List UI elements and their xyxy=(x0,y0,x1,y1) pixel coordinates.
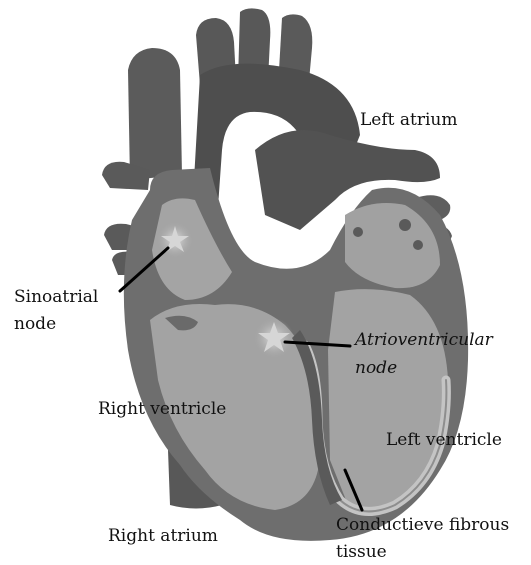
label-atrioventricular-line1: Atrioventricular xyxy=(353,330,494,350)
pulmonary-opening-3 xyxy=(353,227,363,237)
label-conductive-line1: Conductieve fibrous xyxy=(336,515,509,535)
label-sinoatrial-line2: node xyxy=(14,314,56,334)
pulmonary-opening-2 xyxy=(413,240,423,250)
label-right-atrium: Right atrium xyxy=(108,526,218,546)
label-atrioventricular-line2: node xyxy=(355,358,397,378)
superior-vena-cava xyxy=(128,48,182,180)
label-right-ventricle: Right ventricle xyxy=(98,399,226,419)
label-left-atrium: Left atrium xyxy=(360,110,457,130)
label-conductive-line2: tissue xyxy=(336,542,387,562)
atrioventricular-node xyxy=(254,318,294,358)
label-sinoatrial-line1: Sinoatrial xyxy=(14,287,98,307)
pulmonary-opening-1 xyxy=(399,219,411,231)
label-left-ventricle: Left ventricle xyxy=(386,430,502,450)
